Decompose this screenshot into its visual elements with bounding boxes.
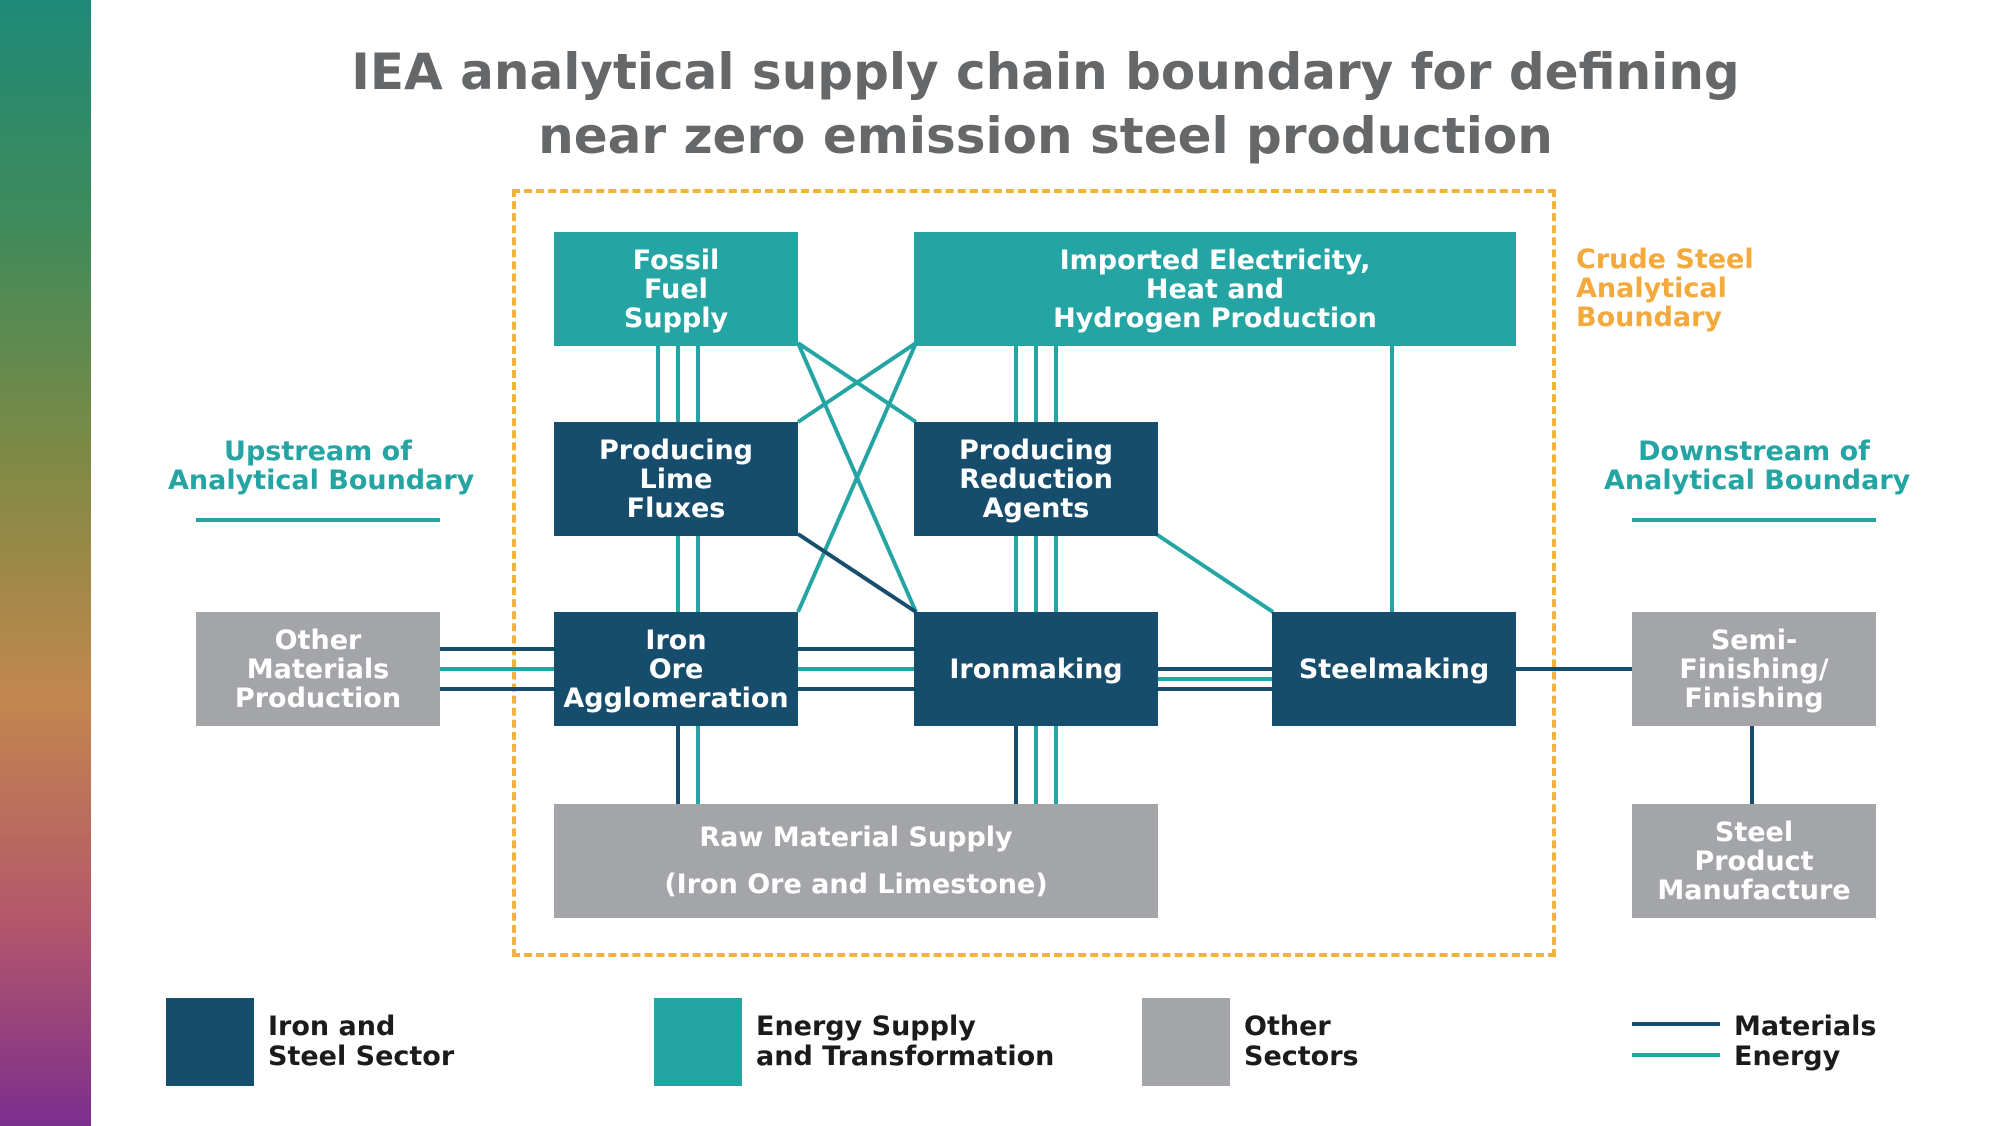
box-label: Reduction <box>959 463 1113 495</box>
box-label: Manufacture <box>1657 874 1851 906</box>
legend-other-swatch <box>1142 998 1230 1086</box>
box-label: Fluxes <box>626 492 726 524</box>
legend-lines-label: Materials Energy <box>1734 1012 1876 1072</box>
other-materials-production-box: Other Materials Production <box>196 612 440 726</box>
legend-iron-steel-label: Iron and Steel Sector <box>268 1012 454 1072</box>
legend-line: and Transformation <box>756 1041 1055 1072</box>
downstream-label: Downstream of Analytical Boundary <box>1604 436 1911 496</box>
legend-energy-label: Energy <box>1734 1041 1841 1072</box>
upstream-label-line: Analytical Boundary <box>168 465 475 496</box>
energy-line <box>796 341 918 424</box>
legend-iron-steel-swatch <box>166 998 254 1086</box>
box-label: Agglomeration <box>563 682 789 714</box>
raw-material-supply-box: Raw Material Supply (Iron Ore and Limest… <box>554 804 1158 918</box>
crude-steel-boundary-label: Crude Steel Analytical Boundary <box>1576 245 1754 332</box>
box-label: Hydrogen Production <box>1053 302 1377 334</box>
producing-lime-fluxes-box: Producing Lime Fluxes <box>554 422 798 536</box>
box-label: Ironmaking <box>949 653 1123 685</box>
energy-line <box>1154 532 1275 614</box>
upstream-label-line: Upstream of <box>224 436 412 467</box>
legend-energy-swatch <box>654 998 742 1086</box>
legend-line: Steel Sector <box>268 1041 455 1072</box>
box-label: Producing <box>958 434 1113 466</box>
upstream-label: Upstream of Analytical Boundary <box>168 436 475 496</box>
box-label: Product <box>1694 845 1814 877</box>
downstream-label-line: Analytical Boundary <box>1604 465 1911 496</box>
box-label: Heat and <box>1145 273 1285 305</box>
legend-line-samples <box>1632 1022 1720 1057</box>
upstream-underline <box>196 518 440 522</box>
legend-line: Other <box>1244 1011 1331 1042</box>
box-label: Ore <box>648 653 704 685</box>
legend-line: Energy Supply <box>756 1011 976 1042</box>
box-label: (Iron Ore and Limestone) <box>664 869 1048 901</box>
box-label: Raw Material Supply <box>699 821 1013 853</box>
boundary-label-line: Boundary <box>1576 302 1723 333</box>
boundary-label-line: Analytical <box>1576 273 1727 304</box>
iron-ore-agglomeration-box: Iron Ore Agglomeration <box>554 612 798 726</box>
semi-finishing-box: Semi- Finishing/ Finishing <box>1632 612 1876 726</box>
downstream-underline <box>1632 518 1876 522</box>
box-label: Other <box>274 624 362 656</box>
legend-line: Sectors <box>1244 1041 1359 1072</box>
material-line <box>796 532 918 614</box>
box-label: Imported Electricity, <box>1059 244 1371 276</box>
fossil-fuel-supply-box: Fossil Fuel Supply <box>554 232 798 346</box>
crude-steel-boundary <box>512 189 1556 957</box>
box-label: Iron <box>645 624 707 656</box>
box-label: Materials <box>246 653 390 685</box>
legend-line: Iron and <box>268 1011 396 1042</box>
box-label: Lime <box>639 463 713 495</box>
ironmaking-box: Ironmaking <box>914 612 1158 726</box>
box-label: Production <box>234 682 402 714</box>
box-label: Agents <box>982 492 1090 524</box>
box-label: Finishing <box>1684 682 1824 714</box>
box-label: Producing <box>598 434 753 466</box>
legend-other-label: Other Sectors <box>1244 1012 1359 1072</box>
title-line-1: IEA analytical supply chain boundary for… <box>351 43 1740 101</box>
steel-product-manufacture-box: Steel Product Manufacture <box>1632 804 1876 918</box>
box-label: Fossil <box>632 244 720 276</box>
box-label: Finishing/ <box>1679 653 1829 685</box>
producing-reduction-agents-box: Producing Reduction Agents <box>914 422 1158 536</box>
box-label: Steelmaking <box>1298 653 1490 685</box>
legend-energy-label: Energy Supply and Transformation <box>756 1012 1054 1072</box>
box-label: Supply <box>623 302 729 334</box>
box-label: Steel <box>1714 816 1794 848</box>
steelmaking-box: Steelmaking <box>1272 612 1516 726</box>
downstream-label-line: Downstream of <box>1638 436 1870 467</box>
gradient-side-bar <box>0 0 91 1126</box>
imported-electricity-box: Imported Electricity, Heat and Hydrogen … <box>914 232 1516 346</box>
box-label: Fuel <box>644 273 708 305</box>
boundary-label-line: Crude Steel <box>1576 244 1754 275</box>
box-label: Semi- <box>1710 624 1798 656</box>
title-line-2: near zero emission steel production <box>538 107 1553 165</box>
page-title: IEA analytical supply chain boundary for… <box>91 40 2000 168</box>
legend-materials-label: Materials <box>1734 1011 1877 1042</box>
energy-line <box>796 342 918 613</box>
